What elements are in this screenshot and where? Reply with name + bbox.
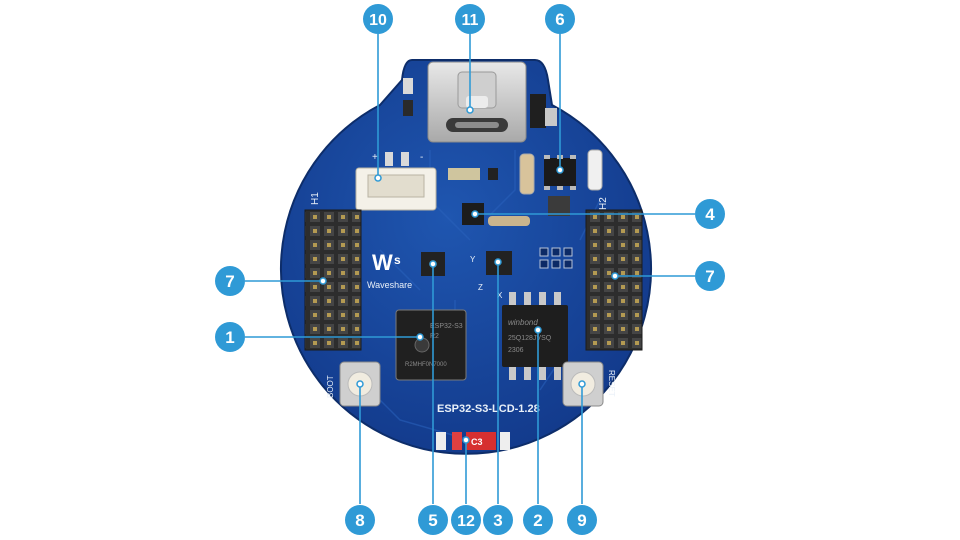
callout-11-label: 11 [462,12,479,29]
flash-line: 25Q128JVSQ [508,335,552,342]
transistor-4 [462,196,570,226]
callout-5: 5 [418,505,448,535]
h2-label: H2 [598,197,609,210]
callout-4: 4 [695,199,725,229]
callout-3-label: 3 [493,511,502,530]
pin-header-right: H2 [585,197,643,351]
usb-c-connector [427,61,527,143]
flash-brand: winbond [508,318,538,327]
sensor-chip-3: Y Z X [470,251,512,300]
callout-9-label: 9 [577,511,586,530]
h1-label: H1 [310,192,321,205]
callout-badges: 10 11 6 4 7 7 1 8 5 12 3 2 9 [215,4,725,535]
svg-text:s: s [394,253,401,267]
model-label: ESP32-S3-LCD-1.28 [437,403,540,415]
pin-header-left: H1 [304,192,362,351]
axis-x: X [497,291,503,300]
callout-11: 11 [455,4,485,34]
chip-mark: ESP32-S3 [430,323,463,330]
callout-1: 1 [215,322,245,352]
flash-chip: winbond 25Q128JVSQ 2306 [502,292,568,380]
plus-label: + [372,152,378,163]
passive-array [539,247,573,269]
axis-z: Z [478,283,483,292]
callout-8: 8 [345,505,375,535]
chip-line3: R2MHF0N7000 [405,362,447,368]
callout-6: 6 [545,4,575,34]
callout-12-label: 12 [457,513,475,530]
callout-7-left-label: 7 [225,272,234,291]
callout-7-left: 7 [215,266,245,296]
flash-line2: 2306 [508,347,524,354]
waveshare-logo: W s Waveshare [367,250,412,290]
c3-label: C3 [471,437,483,447]
smd-components-top [403,78,603,195]
callout-7-right: 7 [695,261,725,291]
minus-label: - [420,152,423,163]
callout-2: 2 [523,505,553,535]
callout-3: 3 [483,505,513,535]
callout-7-right-label: 7 [705,267,714,286]
callout-10: 10 [363,4,393,34]
esp32-s3-chip: ESP32-S3 R2 R2MHF0N7000 [395,309,467,381]
leader-endpoints [319,106,619,444]
callout-6-label: 6 [555,10,564,29]
svg-text:W: W [372,250,393,275]
axis-y: Y [470,255,476,264]
boot-label: BOOT [326,375,335,398]
callout-5-label: 5 [428,511,437,530]
callout-2-label: 2 [533,511,542,530]
callout-10-label: 10 [369,12,387,29]
callout-8-label: 8 [355,511,364,530]
solder-pads: C3 [436,432,510,450]
callout-9: 9 [567,505,597,535]
brand-text: Waveshare [367,280,412,290]
callout-12: 12 [451,505,481,535]
callout-4-label: 4 [705,205,715,224]
chip-line2: R2 [430,333,439,340]
leader-lines [245,34,695,504]
reset-label: RESET [607,370,616,397]
callout-1-label: 1 [225,328,234,347]
